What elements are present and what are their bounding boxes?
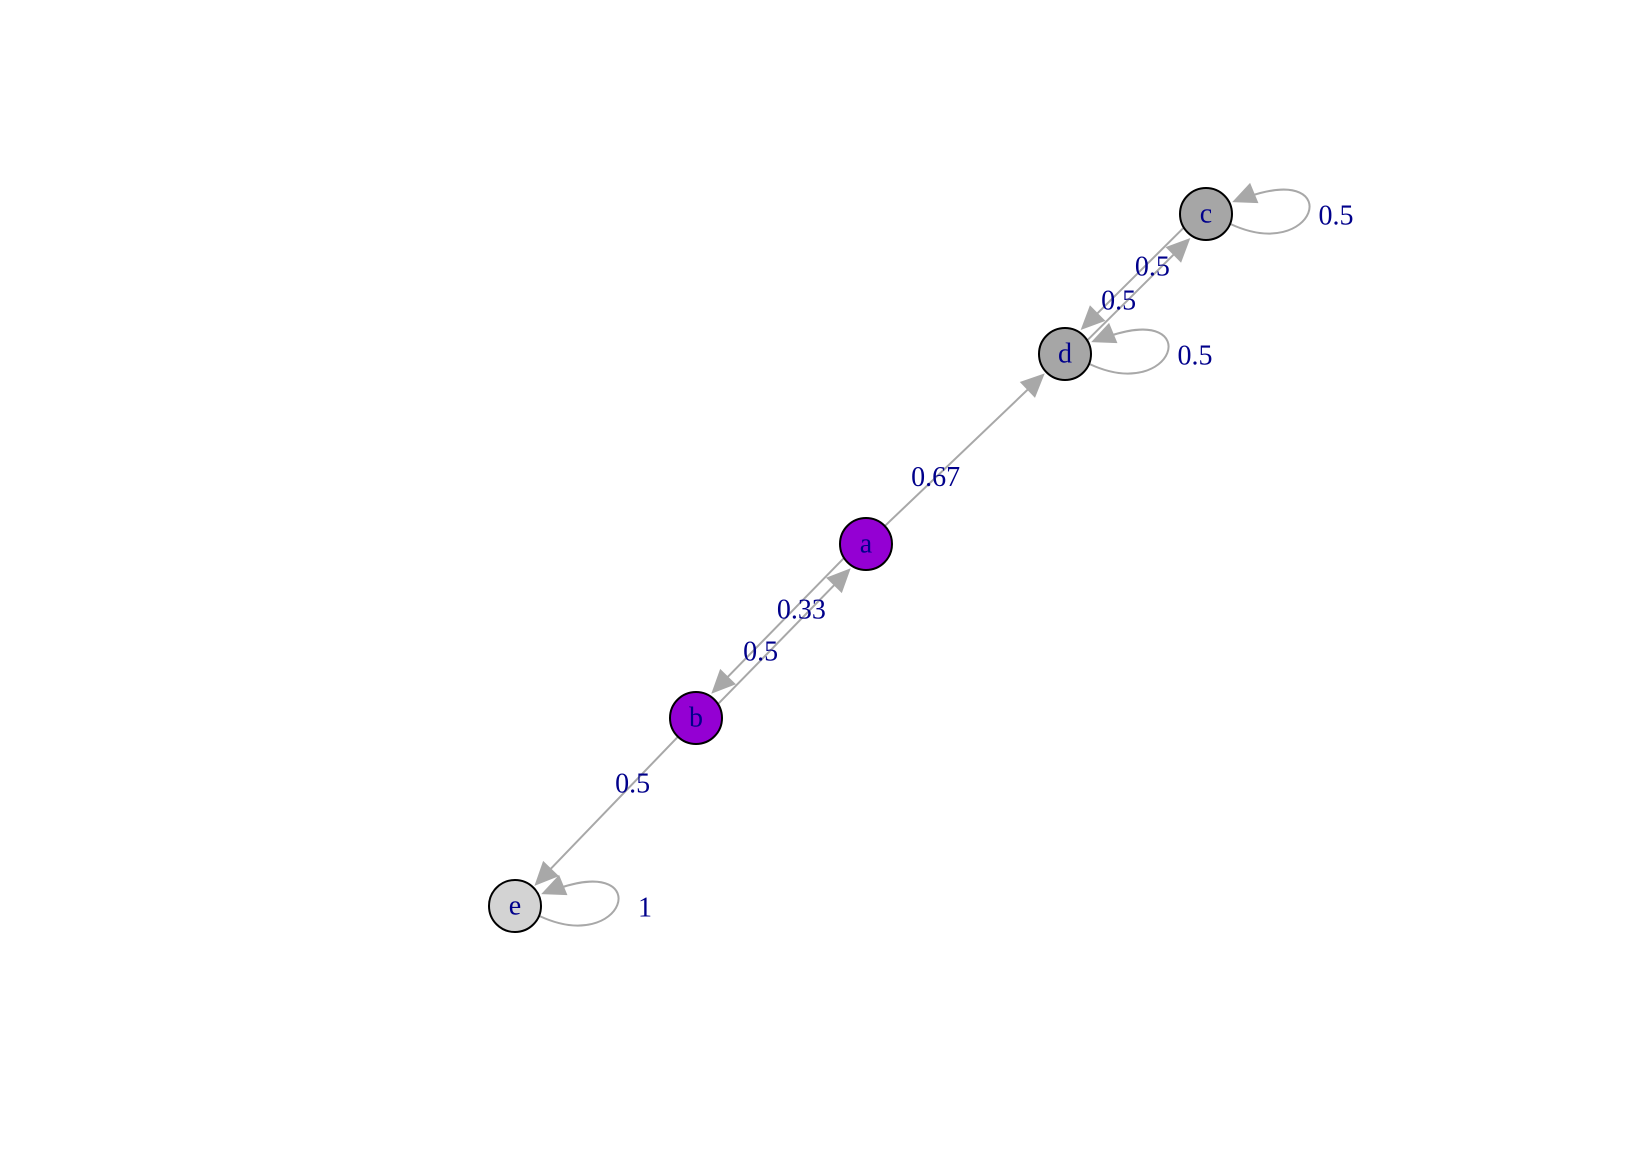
edge-b-a-line	[717, 580, 839, 705]
edge-c-d-line	[1092, 227, 1185, 319]
edge-d-c-line	[1086, 249, 1179, 341]
node-b-label: b	[689, 703, 703, 734]
node-e-label: e	[509, 891, 521, 922]
node-a-circle	[839, 517, 893, 571]
node-c: c	[1179, 187, 1233, 241]
edge-b-a-arrow	[826, 568, 851, 594]
edge-e-e-line	[538, 880, 620, 927]
edge-c-d-label: 0.5	[1135, 252, 1170, 283]
node-e: e	[488, 879, 542, 933]
node-b: b	[669, 691, 723, 745]
node-d-circle	[1038, 327, 1092, 381]
node-b-circle	[669, 691, 723, 745]
edge-a-b-line	[723, 557, 845, 682]
node-c-label: c	[1200, 199, 1212, 230]
edge-d-d-arrow	[1091, 322, 1118, 344]
edge-c-d-arrow	[1080, 305, 1106, 331]
edge-d-d-label: 0.5	[1178, 341, 1213, 372]
edge-c-c-arrow	[1232, 182, 1259, 204]
edge-e-e-arrow	[541, 874, 568, 896]
edge-d-c-arrow	[1165, 237, 1191, 263]
node-e-circle	[488, 879, 542, 933]
edge-a-b-label: 0.33	[777, 595, 826, 626]
edges-layer	[534, 182, 1311, 927]
edge-d-d-line	[1088, 328, 1170, 375]
edge-b-e-line	[546, 736, 679, 874]
edge-b-e-arrow	[534, 860, 559, 886]
edge-a-b-arrow	[711, 668, 736, 694]
edge-d-c-label: 0.5	[1101, 285, 1136, 316]
edge-a-d-label: 0.67	[911, 462, 960, 493]
node-a-label: a	[860, 529, 873, 560]
node-d-label: d	[1058, 339, 1072, 370]
node-d: d	[1038, 327, 1092, 381]
edge-c-c-label: 0.5	[1319, 201, 1354, 232]
edge-b-e-label: 0.5	[615, 768, 650, 799]
edge-c-c-line	[1229, 188, 1311, 235]
edge-a-d-line	[884, 385, 1033, 527]
edge-b-a-label: 0.5	[743, 636, 778, 667]
edge-e-e-label: 1	[638, 893, 652, 924]
edge-labels-layer: 0.670.330.50.50.50.50.50.51	[615, 201, 1353, 924]
node-a: a	[839, 517, 893, 571]
node-c-circle	[1179, 187, 1233, 241]
edge-a-d-arrow	[1019, 373, 1045, 398]
nodes-layer: a b c d e	[488, 187, 1233, 933]
